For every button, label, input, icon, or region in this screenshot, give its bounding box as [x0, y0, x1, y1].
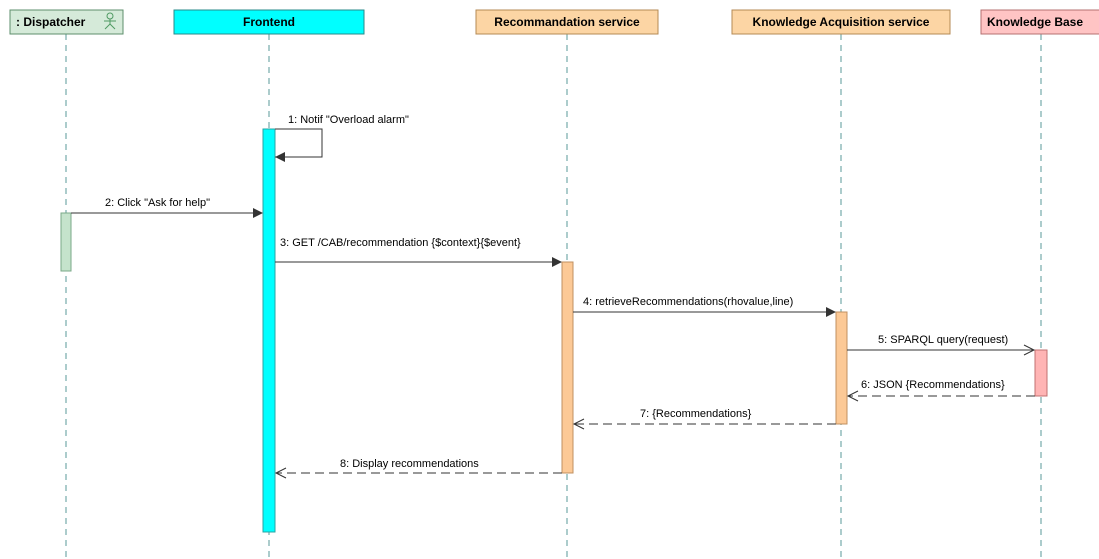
message-6-label: 6: JSON {Recommendations}	[861, 379, 1005, 391]
participant-knowledge-base-label: Knowledge Base	[987, 15, 1083, 29]
message-8: 8: Display recommendations	[274, 458, 562, 479]
arrowhead	[552, 257, 562, 267]
message-3: 3: GET /CAB/recommendation {$context}{$e…	[275, 237, 562, 267]
participant-recommendation-label: Recommandation service	[494, 15, 640, 29]
message-6: 6: JSON {Recommendations}	[846, 379, 1035, 402]
arrowhead	[275, 152, 285, 162]
participant-dispatcher-label: : Dispatcher	[16, 15, 86, 29]
arrowhead	[846, 390, 859, 402]
message-5-label: 5: SPARQL query(request)	[878, 334, 1008, 346]
activation-frontend	[262, 128, 276, 533]
participant-frontend: Frontend	[173, 9, 365, 35]
arrowhead	[572, 418, 585, 430]
participant-frontend-label: Frontend	[243, 15, 295, 29]
actor-icon	[104, 12, 116, 30]
participant-recommendation-service: Recommandation service	[475, 9, 659, 35]
message-8-label: 8: Display recommendations	[340, 458, 479, 470]
message-7-label: 7: {Recommendations}	[640, 408, 752, 420]
arrowhead	[1023, 344, 1036, 356]
participant-knowledge-base: Knowledge Base	[980, 9, 1099, 35]
message-1: 1: Notif "Overload alarm"	[275, 114, 409, 162]
message-4: 4: retrieveRecommendations(rhovalue,line…	[573, 296, 836, 317]
activation-knowledge-base	[1034, 349, 1048, 397]
message-2-label: 2: Click "Ask for help"	[105, 197, 210, 209]
message-1-label: 1: Notif "Overload alarm"	[288, 114, 409, 126]
activation-dispatcher	[60, 212, 72, 272]
participant-knowledge-acquisition-label: Knowledge Acquisition service	[753, 15, 930, 29]
arrowhead	[826, 307, 836, 317]
activation-knowledge-acquisition	[835, 311, 848, 425]
message-3-label: 3: GET /CAB/recommendation {$context}{$e…	[280, 237, 521, 249]
participant-dispatcher: : Dispatcher	[9, 9, 124, 35]
message-2: 2: Click "Ask for help"	[71, 197, 263, 218]
activation-recommendation	[561, 261, 574, 474]
arrowhead	[274, 467, 287, 479]
message-4-label: 4: retrieveRecommendations(rhovalue,line…	[583, 296, 793, 308]
arrowhead	[253, 208, 263, 218]
message-7: 7: {Recommendations}	[572, 408, 836, 430]
message-5: 5: SPARQL query(request)	[847, 334, 1036, 356]
participant-knowledge-acquisition-service: Knowledge Acquisition service	[731, 9, 951, 35]
